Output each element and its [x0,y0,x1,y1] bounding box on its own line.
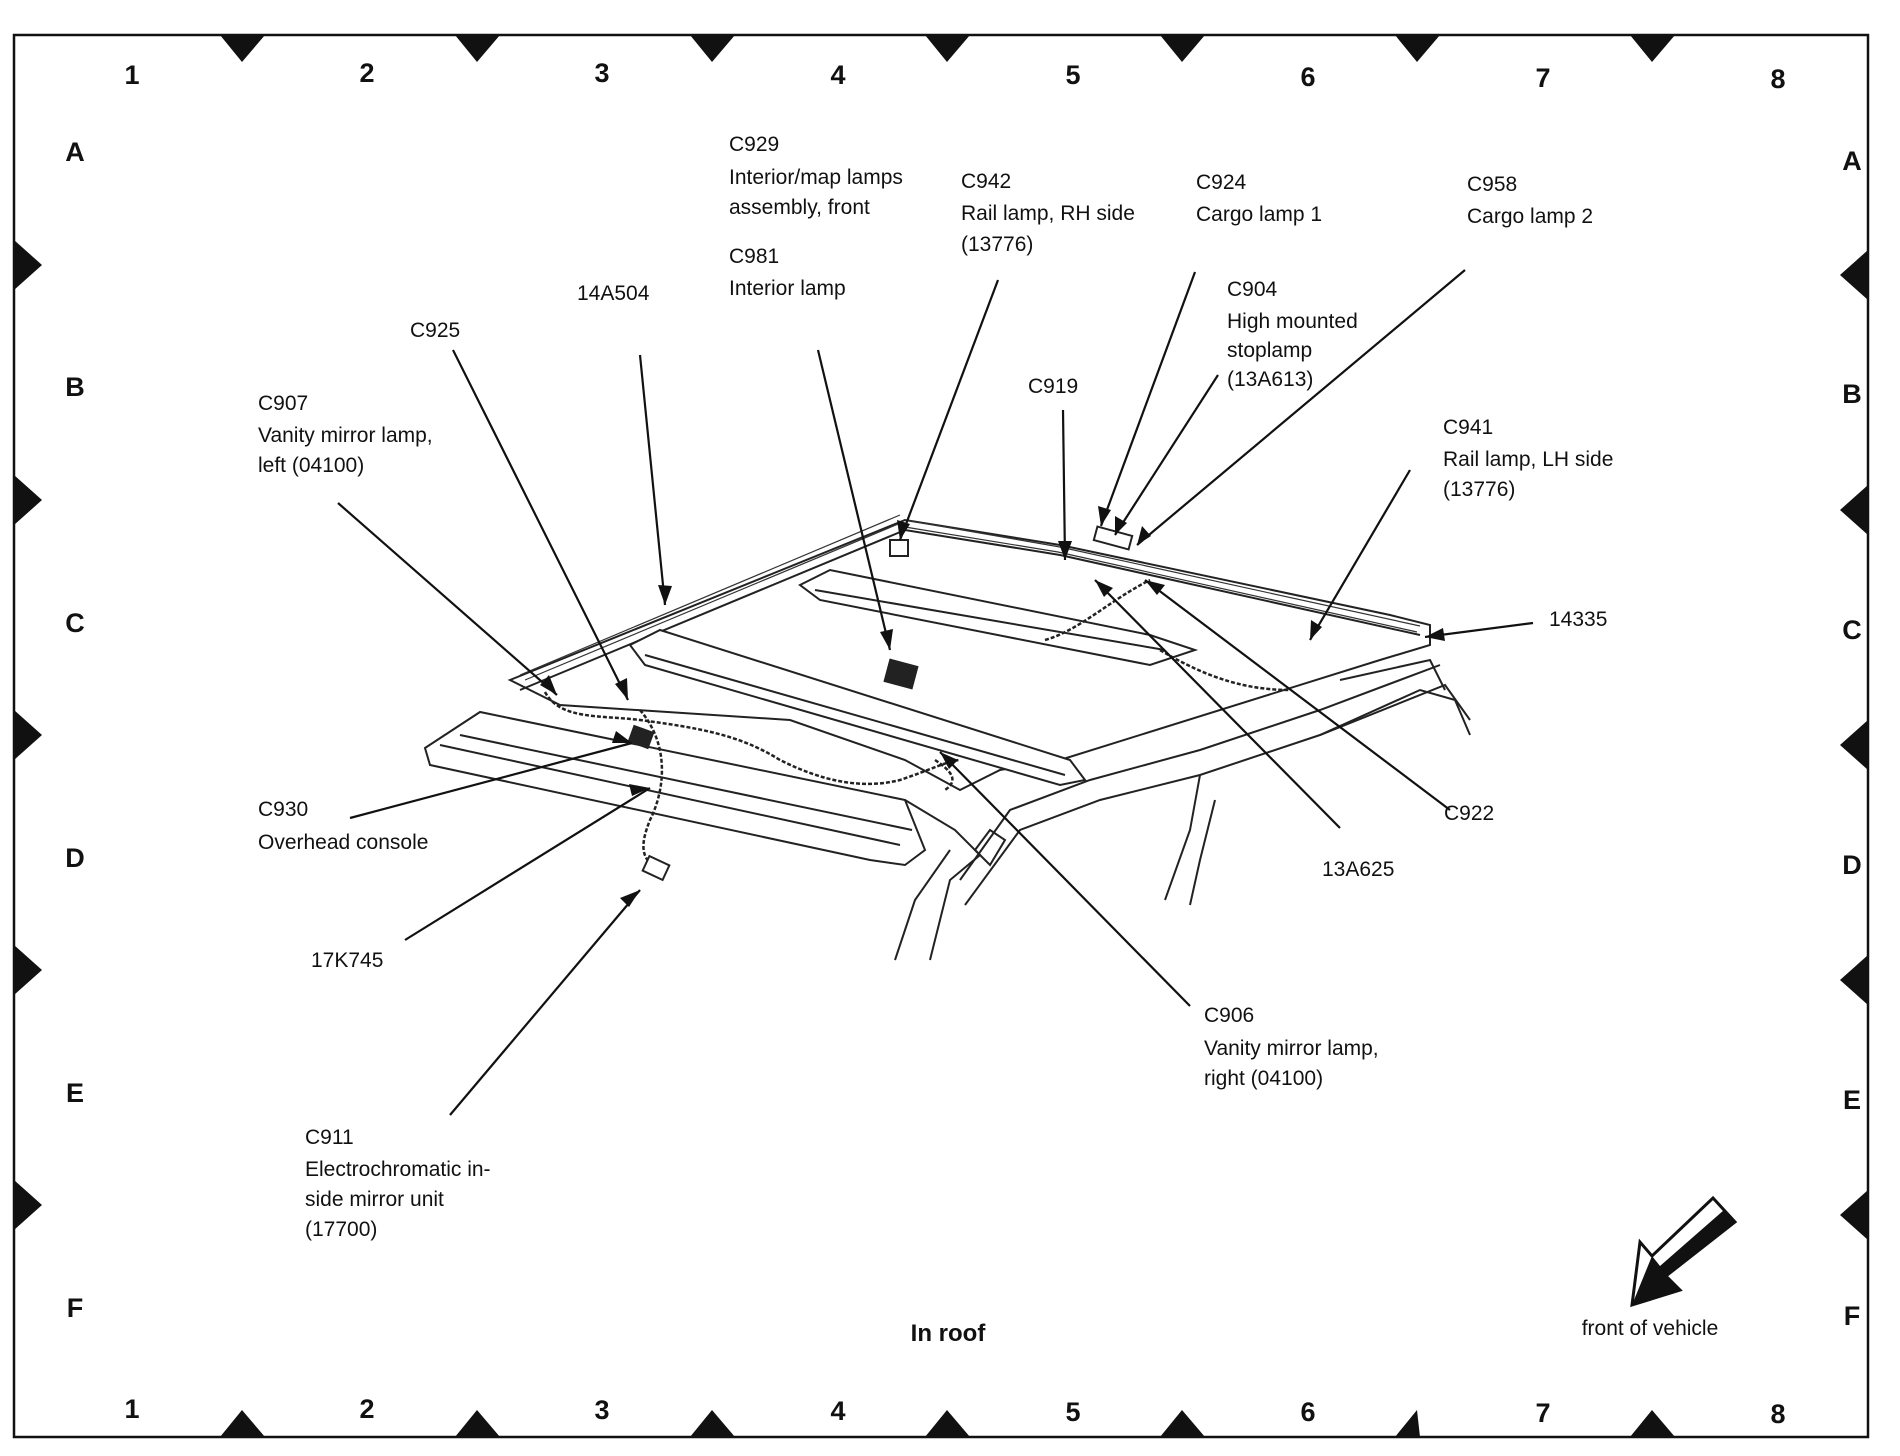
grid-row-right-e: E [1843,1085,1861,1115]
callout-c911-line2: Electrochromatic in- [305,1158,491,1181]
callout-c924-line1: C924 [1196,171,1247,194]
callout-c904-line2: High mounted [1227,310,1358,333]
callout-c958-line2: Cargo lamp 2 [1467,205,1593,228]
leader-arrowheads [540,506,1445,907]
grid-col-top-6: 6 [1300,62,1315,92]
callout-c907-line2: Vanity mirror lamp, [258,424,433,447]
grid-row-right-c: C [1842,615,1862,645]
grid-col-top-5: 5 [1065,60,1080,90]
callout-14a504: 14A504 [577,282,650,305]
callout-c941: C941 Rail lamp, LH side (13776) [1443,416,1613,501]
callout-c904-line1: C904 [1227,278,1278,301]
callout-c942-line1: C942 [961,170,1011,193]
front-of-vehicle-label: front of vehicle [1582,1317,1719,1340]
grid-markers [14,35,1868,1437]
callout-c911-line3: side mirror unit [305,1188,444,1211]
callout-c924: C924 Cargo lamp 1 [1196,171,1322,226]
callout-c907-line3: left (04100) [258,454,364,477]
grid-col-top-4: 4 [830,60,845,90]
callout-c904: C904 High mounted stoplamp (13A613) [1227,278,1358,391]
callout-14335: 14335 [1549,608,1607,631]
grid-row-left-d: D [65,843,85,873]
callout-c904-line3: stoplamp [1227,339,1312,362]
callout-c904-line4: (13A613) [1227,368,1313,391]
callout-c981-line2: Interior lamp [729,277,846,300]
callout-c922: C922 [1444,802,1494,825]
callout-c919: C919 [1028,375,1078,398]
callout-c981: C981 Interior lamp [729,245,846,300]
callout-c906-line1: C906 [1204,1004,1254,1027]
grid-col-top-3: 3 [594,58,609,88]
grid-row-left-f: F [67,1293,84,1323]
callout-c924-line2: Cargo lamp 1 [1196,203,1322,226]
grid-col-bottom-5: 5 [1065,1397,1080,1427]
callout-c929-line1: C929 [729,133,779,156]
callout-c941-line1: C941 [1443,416,1493,439]
callout-c929-line3: assembly, front [729,196,870,219]
callout-c911-line1: C911 [305,1126,354,1149]
grid-col-bottom-7: 7 [1535,1398,1550,1428]
callout-13a625: 13A625 [1322,858,1394,881]
callout-c929: C929 Interior/map lamps assembly, front [729,133,903,219]
grid-col-bottom-3: 3 [594,1395,609,1425]
callout-c958: C958 Cargo lamp 2 [1467,173,1593,228]
roof-illustration [423,514,1471,961]
callout-c911-line4: (17700) [305,1218,377,1241]
callout-c930-line1: C930 [258,798,308,821]
callout-c911: C911 Electrochromatic in- side mirror un… [305,1126,491,1241]
grid-col-top-8: 8 [1770,64,1785,94]
grid-col-bottom-2: 2 [359,1394,374,1424]
callout-c930-line2: Overhead console [258,831,428,854]
callout-c925: C925 [410,319,460,342]
callout-c981-line1: C981 [729,245,779,268]
callout-c941-line2: Rail lamp, LH side [1443,448,1613,471]
grid-col-bottom-1: 1 [124,1394,139,1424]
front-arrow-icon [1630,1195,1738,1308]
grid-row-right-d: D [1842,850,1862,880]
callout-c942: C942 Rail lamp, RH side (13776) [961,170,1135,256]
callout-c930: C930 Overhead console [258,798,428,854]
diagram-caption: In roof [911,1320,987,1347]
grid-row-right-a: A [1842,146,1862,176]
grid-col-top-7: 7 [1535,63,1550,93]
callout-c942-line3: (13776) [961,233,1033,256]
callout-c907-line1: C907 [258,392,308,415]
grid-row-left-c: C [65,608,85,638]
grid-row-right-f: F [1844,1301,1861,1331]
callout-c906-line2: Vanity mirror lamp, [1204,1037,1379,1060]
grid-col-bottom-4: 4 [830,1396,845,1426]
callout-c958-line1: C958 [1467,173,1517,196]
grid-row-left-e: E [66,1078,84,1108]
grid-col-top-1: 1 [124,60,139,90]
grid-col-top-2: 2 [359,58,374,88]
grid-row-left-b: B [65,372,85,402]
grid-row-right-b: B [1842,379,1862,409]
leader-lines [337,269,1534,1116]
callout-17k745: 17K745 [311,949,383,972]
callout-c941-line3: (13776) [1443,478,1515,501]
callout-c942-line2: Rail lamp, RH side [961,202,1135,225]
callout-c929-line2: Interior/map lamps [729,166,903,189]
callout-c907: C907 Vanity mirror lamp, left (04100) [258,392,433,477]
callout-c906-line3: right (04100) [1204,1067,1323,1090]
grid-col-bottom-6: 6 [1300,1397,1315,1427]
grid-row-left-a: A [65,137,85,167]
callout-c906: C906 Vanity mirror lamp, right (04100) [1204,1004,1379,1090]
grid-col-bottom-8: 8 [1770,1399,1785,1429]
